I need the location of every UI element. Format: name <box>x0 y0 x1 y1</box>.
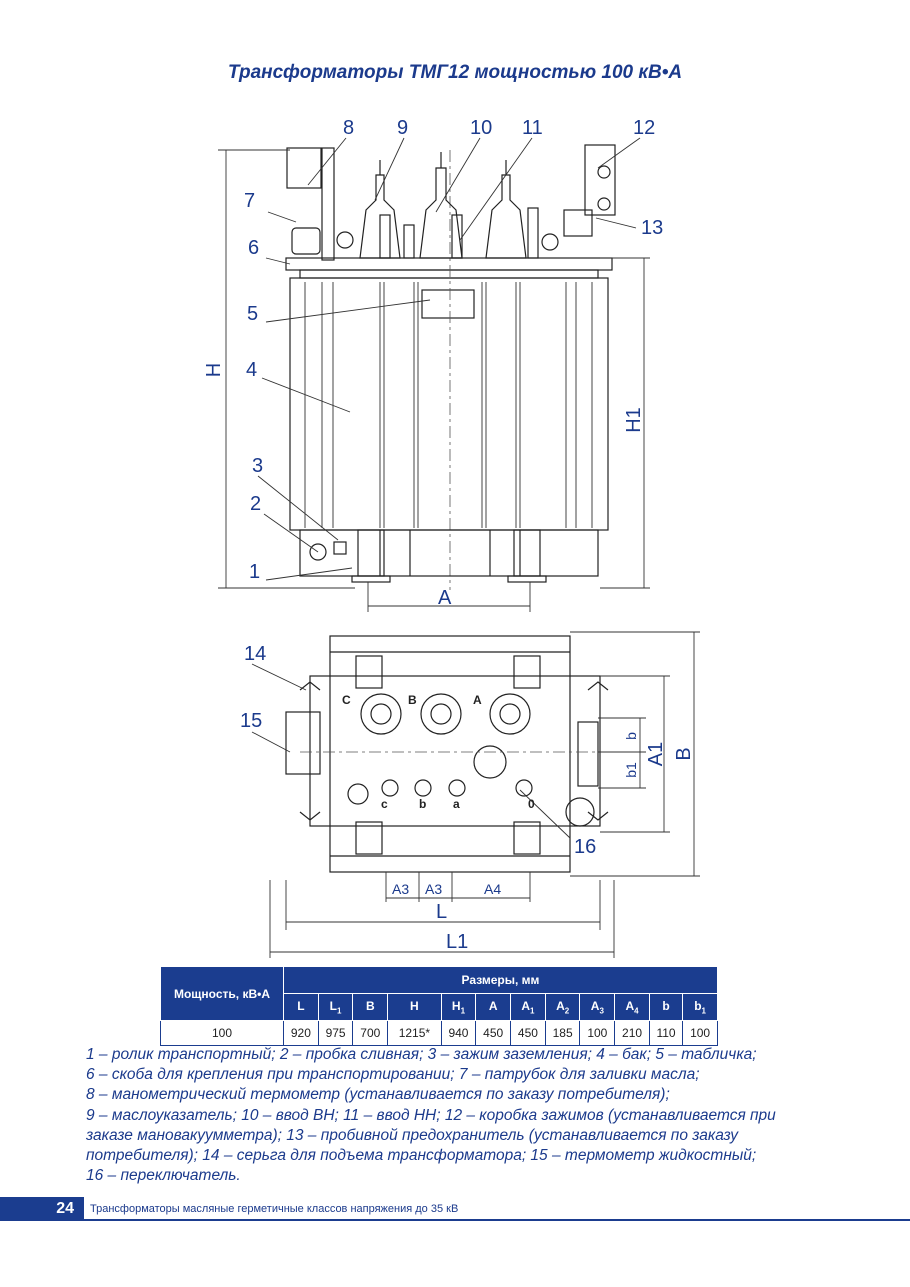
phase-label-c-upper: C <box>342 693 351 707</box>
dim-label-l: L <box>436 901 447 923</box>
callout-12: 12 <box>633 117 655 139</box>
dim-label-h: H <box>203 363 225 377</box>
callout-3: 3 <box>252 455 263 477</box>
footer-rule <box>84 1219 910 1221</box>
table-header-power: Мощность, кВ•А <box>160 966 284 1021</box>
callout-15: 15 <box>240 710 262 732</box>
legend-line: 8 – манометрический термометр (устанавли… <box>86 1086 670 1104</box>
cell-value: 450 <box>475 1020 512 1046</box>
col-header: A3 <box>579 993 616 1021</box>
table-row: 100 920 975 700 1215* 940 450 450 185 10… <box>160 1020 718 1046</box>
col-header: A1 <box>510 993 546 1021</box>
phase-label-b-lower: b <box>419 797 426 811</box>
cell-value: 100 <box>682 1020 718 1046</box>
dim-label-l1: L1 <box>446 931 468 953</box>
col-header: b1 <box>682 993 718 1021</box>
legend-line: заказе мановакуумметра); 13 – пробивной … <box>86 1126 738 1144</box>
dim-label-h1: H1 <box>623 407 645 433</box>
callout-7: 7 <box>244 190 255 212</box>
cell-value: 920 <box>283 1020 319 1046</box>
col-header: H <box>387 993 442 1021</box>
technical-drawing: 8 9 10 11 12 7 13 6 5 4 3 2 1 14 15 16 H… <box>203 117 700 958</box>
callout-14: 14 <box>244 643 266 665</box>
callout-1: 1 <box>249 561 260 583</box>
callout-16: 16 <box>574 836 596 858</box>
legend-line: 9 – маслоуказатель; 10 – ввод ВН; 11 – в… <box>86 1106 776 1124</box>
cell-value: 940 <box>440 1020 477 1046</box>
cell-value: 700 <box>352 1020 389 1046</box>
callout-4: 4 <box>246 359 257 381</box>
cell-value: 450 <box>510 1020 546 1046</box>
cell-value: 975 <box>317 1020 354 1046</box>
dim-label-b-big: B <box>673 747 695 760</box>
phase-label-a-lower: a <box>453 797 460 811</box>
dimensions-table: Мощность, кВ•А Размеры, мм L L1 B H H1 A… <box>160 966 718 1046</box>
cell-value: 100 <box>579 1020 616 1046</box>
phase-label-zero: 0 <box>528 797 535 811</box>
dim-label-a3-second: A3 <box>425 881 442 897</box>
col-header: L <box>283 993 319 1021</box>
col-header: L1 <box>317 993 354 1021</box>
col-header: H1 <box>440 993 477 1021</box>
legend-line: 6 – скоба для крепления при транспортиро… <box>86 1066 700 1084</box>
phase-label-b-upper: B <box>408 693 417 707</box>
col-header: A <box>475 993 512 1021</box>
callout-10: 10 <box>470 117 492 139</box>
callout-9: 9 <box>397 117 408 139</box>
parts-legend: 1 – ролик транспортный; 2 – пробка сливн… <box>86 1045 836 1186</box>
col-header: B <box>352 993 389 1021</box>
callout-2: 2 <box>250 493 261 515</box>
legend-line: потребителя); 14 – серьга для подъема тр… <box>86 1147 757 1165</box>
cell-value: 210 <box>614 1020 650 1046</box>
col-header: b <box>648 993 684 1021</box>
page-number: 24 <box>0 1197 84 1221</box>
dim-label-b1: b1 <box>623 762 639 778</box>
dim-label-b-small: b <box>623 732 639 740</box>
dim-label-a1: A1 <box>645 742 667 766</box>
cell-value: 1215* <box>387 1020 442 1046</box>
page-title: Трансформаторы ТМГ12 мощностью 100 кВ•А <box>227 62 683 83</box>
callout-8: 8 <box>343 117 354 139</box>
phase-label-c-lower: c <box>381 797 388 811</box>
callout-6: 6 <box>248 237 259 259</box>
table-column-headers: L L1 B H H1 A A1 A2 A3 A4 b b1 <box>161 993 718 1021</box>
cell-value: 185 <box>544 1020 581 1046</box>
dim-label-a3-first: A3 <box>392 881 409 897</box>
phase-label-a-upper: A <box>473 693 482 707</box>
dim-label-a4: A4 <box>484 881 501 897</box>
callout-11: 11 <box>522 117 543 139</box>
callout-13: 13 <box>641 217 663 239</box>
dim-label-a: A <box>438 587 452 609</box>
cell-value: 110 <box>648 1020 684 1046</box>
legend-line: 16 – переключатель. <box>86 1167 241 1185</box>
cell-power: 100 <box>160 1020 284 1046</box>
footer-text: Трансформаторы масляные герметичные клас… <box>90 1203 459 1215</box>
page-footer: 24 Трансформаторы масляные герметичные к… <box>0 1197 910 1221</box>
callout-5: 5 <box>247 303 258 325</box>
table-header-dimensions: Размеры, мм <box>283 966 718 994</box>
col-header: A2 <box>544 993 581 1021</box>
legend-line: 1 – ролик транспортный; 2 – пробка сливн… <box>86 1046 757 1063</box>
col-header: A4 <box>614 993 650 1021</box>
